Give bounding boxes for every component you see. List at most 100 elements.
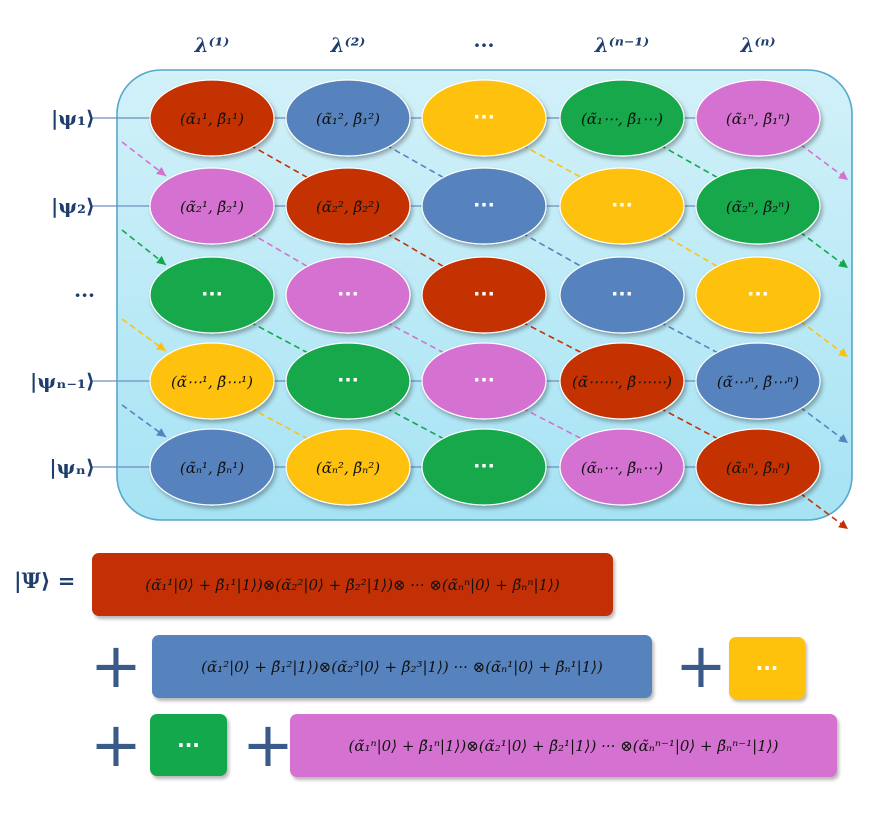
state-ellipse: (α̃₁⋯, β̃₁⋯) [559,79,685,157]
ellipse-label: (α̃₂², β̃₂²) [316,198,380,216]
ellipse-label: ··· [337,369,359,391]
ellipse-shape [695,342,821,420]
row-label: |ψ₁⟩ [51,106,95,130]
ellipse-label: (α̃ₙ¹, β̃ₙ¹) [180,459,244,477]
ellipse-shape [559,167,685,245]
diagonal-dash [799,492,849,530]
ellipse-label: ··· [611,283,633,305]
ellipse-label: ··· [747,283,769,305]
arrow-head [838,259,848,268]
ellipse-shape [149,79,275,157]
ellipse-shape [285,256,411,334]
diagonal-dash [521,321,585,355]
diagonal-dash [799,143,849,181]
diagonal-dash [521,407,585,441]
ellipse-shape [559,342,685,420]
arrow-head [156,342,166,351]
ellipse-shape [149,428,275,506]
ellipse-label: (α̃₁ⁿ, β̃₁ⁿ) [726,110,790,128]
ellipse-label: (α̃⋯¹, β̃⋯¹) [171,373,253,391]
ellipse-shape [421,167,547,245]
diagonal-dash [659,144,721,180]
diagonal-dash [799,231,849,269]
ellipse-shape [421,428,547,506]
ellipse-label: ··· [337,283,359,305]
state-ellipse: (α̃ₙ¹, β̃ₙ¹) [149,428,275,506]
arrow-head [838,348,848,357]
column-headers: λ⁽¹⁾λ⁽²⁾···λ⁽ⁿ⁻¹⁾λ⁽ⁿ⁾ [194,33,776,57]
equation-box: (α̃₁ⁿ|0⟩ + β̃₁ⁿ|1⟩)⊗(α̃₂¹|0⟩ + β̃₂¹|1⟩) … [290,714,837,777]
state-ellipse: (α̃ₙ⋯, β̃ₙ⋯) [559,428,685,506]
arrow-head [838,434,848,443]
ellipse-shape [285,79,411,157]
diagonal-dash [385,407,447,441]
ellipse-shape [695,79,821,157]
state-ellipse: (α̃₂², β̃₂²) [285,167,411,245]
ellipse-label: (α̃⋯⋯, β̃⋯⋯) [572,373,672,391]
ellipse-shape [695,167,821,245]
ellipse-shape [149,256,275,334]
column-header: λ⁽¹⁾ [194,33,230,57]
plus-sign: + [90,708,142,781]
plus-sign: + [90,629,142,702]
ellipse-shape [149,342,275,420]
ellipse-label: (α̃ₙⁿ, β̃ₙⁿ) [726,459,791,477]
ellipse-shape [421,79,547,157]
state-ellipse: ··· [285,342,411,420]
ellipse-label: (α̃₂¹, β̃₂¹) [180,198,244,216]
diagonal-dash [521,232,585,269]
state-ellipse: ··· [421,79,547,157]
state-ellipse: (α̃₁¹, β̃₁¹) [149,79,275,157]
state-ellipses: (α̃₁¹, β̃₁¹)(α̃₁², β̃₁²) ··· (α̃₁⋯, β̃₁⋯) (… [149,79,821,506]
ellipse-label: ··· [473,283,495,305]
state-ellipse: ··· [421,428,547,506]
arrow-head [838,171,848,180]
state-ellipse: (α̃₂ⁿ, β̃₂ⁿ) [695,167,821,245]
row-label: |ψₙ⟩ [49,455,95,479]
ellipse-label: ··· [473,455,495,477]
ellipse-shape [559,256,685,334]
state-ellipse: ··· [559,256,685,334]
ellipse-label: ··· [473,106,495,128]
row-labels: |ψ₁⟩|ψ₂⟩···|ψₙ₋₁⟩|ψₙ⟩ [30,106,95,479]
state-ellipse: (α̃ₙ², β̃ₙ²) [285,428,411,506]
ellipse-label: (α̃₂ⁿ, β̃₂ⁿ) [726,198,790,216]
equation-box: (α̃₁¹|0⟩ + β̃₁¹|1⟩)⊗(α̃₂²|0⟩ + β̃₂²|1⟩)⊗… [92,553,613,616]
column-header: λ⁽²⁾ [330,33,366,57]
state-ellipse: ··· [421,256,547,334]
column-header: λ⁽ⁿ⁻¹⁾ [594,33,649,57]
state-ellipse: (α̃₁ⁿ, β̃₁ⁿ) [695,79,821,157]
arrow-head [156,428,166,437]
row-label: |ψₙ₋₁⟩ [30,369,95,393]
diagonal-dash [659,232,721,269]
diagonal-dash [385,144,447,180]
equation-box: (α̃₁²|0⟩ + β̃₁²|1⟩)⊗(α̃₂³|0⟩ + β̃₂³|1⟩) … [152,635,652,698]
state-ellipse: (α̃₁², β̃₁²) [285,79,411,157]
ellipse-label: ··· [201,283,223,305]
plus-sign: + [242,708,294,781]
ellipse-label: (α̃ₙ², β̃ₙ²) [316,459,380,477]
diagonal-dash [799,320,849,358]
diagonal-dash [121,318,167,352]
diagonal-dash [385,321,447,355]
ellipse-shape [149,167,275,245]
ellipse-shape [285,342,411,420]
ellipse-shape [421,342,547,420]
arrow-head [156,255,166,265]
ellipse-shape [559,79,685,157]
arrow-head [156,166,166,176]
diagonal-dash [249,144,311,180]
equation-box: ··· [729,637,805,699]
diagonal-dash [121,404,167,438]
diagonal-dash [659,407,721,441]
diagonal-dash [659,321,721,355]
state-ellipse: ··· [149,256,275,334]
state-ellipse: ··· [695,256,821,334]
ellipse-label: (α̃₁⋯, β̃₁⋯) [581,110,663,128]
ellipse-label: ··· [473,194,495,216]
diagonal-dash [521,144,585,180]
diagonal-dash [249,321,311,355]
ellipse-shape [695,256,821,334]
state-ellipse: ··· [285,256,411,334]
